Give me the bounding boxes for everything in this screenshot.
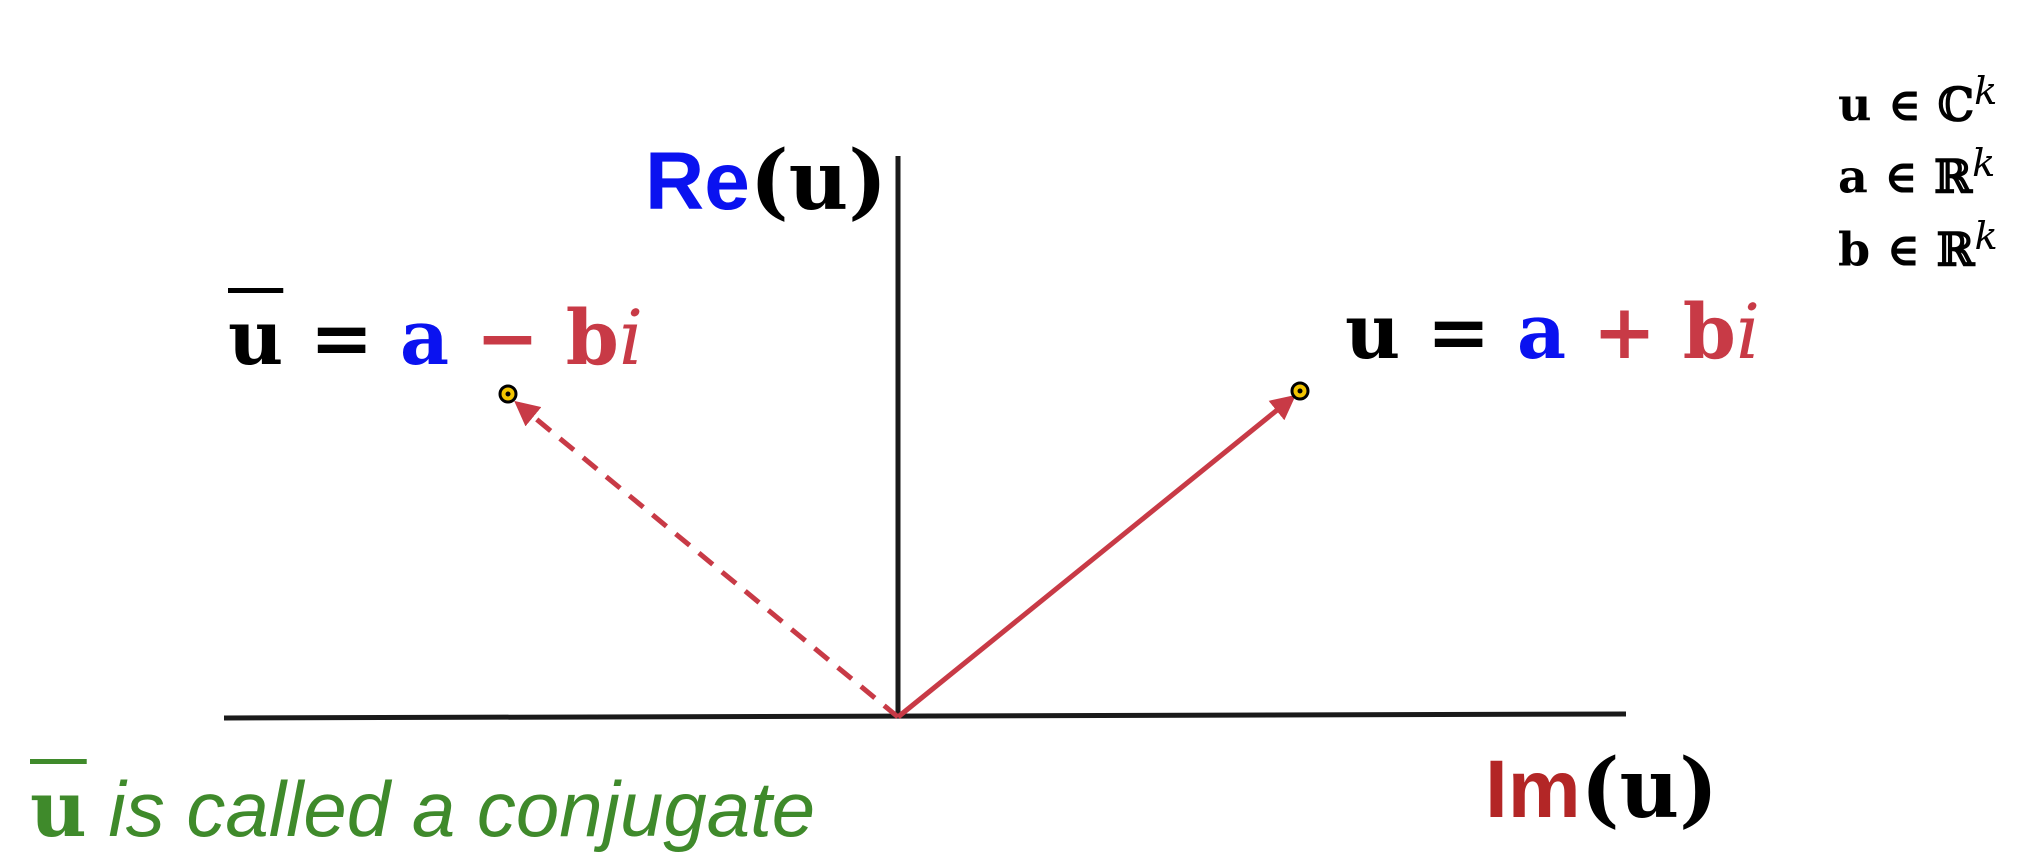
imaginary-axis-label: Im(u) [1485,748,1718,831]
set-row-a: a ∈ ℝk [1838,141,1996,204]
u-equals: = [1426,287,1491,376]
imaginary-axis-name: Im [1485,744,1581,835]
imaginary-axis-arg: (u) [1580,741,1718,837]
real-axis-arg: (u) [749,133,888,229]
u-symbol: u [1345,287,1401,376]
caption-symbol: u [30,764,87,855]
u-operator: + [1592,287,1657,376]
point-u [1290,381,1310,401]
conjugate-real-part: a [399,293,450,382]
imaginary-axis-line [223,711,1627,721]
set-row-u: u ∈ ℂk [1838,69,1998,132]
vector-u-conjugate [514,400,900,719]
conjugate-equals: = [309,293,374,382]
u-imag-part: bi [1683,287,1760,376]
u-equation: u = a + bi [1345,294,1760,370]
vector-u [896,394,1296,719]
conjugate-operator: − [475,293,540,382]
caption: u is called a conjugate [30,770,815,849]
u-imag-i: i [1735,287,1761,376]
real-axis-label: Re(u) [645,140,887,223]
set-membership-list: u ∈ ℂk a ∈ ℝk b ∈ ℝk [1838,62,1998,279]
conjugate-symbol: u [228,293,284,382]
u-real-part: a [1516,287,1567,376]
caption-text: is called a conjugate [86,765,816,853]
u-imag-b: b [1682,287,1736,376]
conjugate-imag-part: bi [566,293,643,382]
set-row-b: b ∈ ℝk [1838,213,1998,276]
real-axis-name: Re [645,136,750,227]
conjugate-imag-b: b [565,293,619,382]
point-u-conjugate [498,384,518,404]
conjugate-equation: u = a − bi [228,300,643,376]
conjugate-imag-i: i [618,293,644,382]
